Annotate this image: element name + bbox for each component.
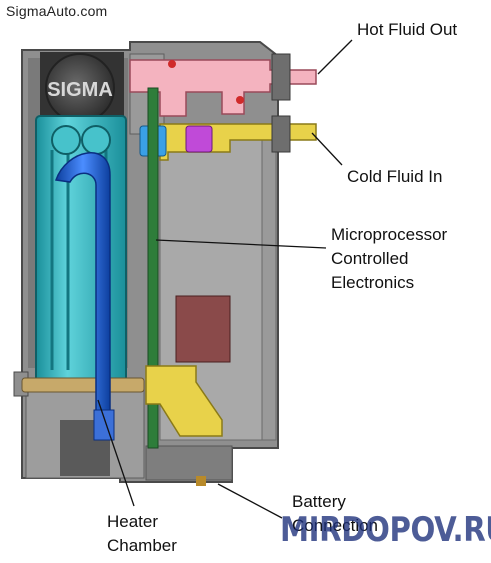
label-battery-line-2: Connection bbox=[292, 516, 379, 535]
sigma-logo: SIGMA bbox=[40, 52, 124, 123]
site-caption: SigmaAuto.com bbox=[6, 3, 108, 19]
label-heater-chamber: Heater Chamber bbox=[107, 510, 177, 558]
label-microprocessor-line-3: Electronics bbox=[331, 273, 415, 292]
label-heater-line-2: Chamber bbox=[107, 536, 177, 555]
logo-text: SIGMA bbox=[47, 79, 113, 101]
battery-bracket bbox=[145, 365, 223, 486]
label-hot-fluid-out: Hot Fluid Out bbox=[357, 20, 458, 39]
leader-lines bbox=[97, 39, 353, 519]
label-microprocessor: Microprocessor Controlled Electronics bbox=[331, 223, 447, 295]
circuit-board bbox=[147, 87, 231, 449]
watermark: MIRDOPOV.RU bbox=[280, 510, 491, 550]
hot-fluid-pipe bbox=[129, 53, 317, 117]
label-microprocessor-line-1: Microprocessor bbox=[331, 225, 448, 244]
cold-fluid-pipe bbox=[139, 115, 317, 161]
label-battery-connection: Battery Connection bbox=[292, 490, 378, 538]
label-battery-line-1: Battery bbox=[292, 492, 346, 511]
label-heater-line-1: Heater bbox=[107, 512, 159, 531]
label-microprocessor-line-2: Controlled bbox=[331, 249, 409, 268]
label-cold-fluid-in: Cold Fluid In bbox=[347, 167, 443, 186]
